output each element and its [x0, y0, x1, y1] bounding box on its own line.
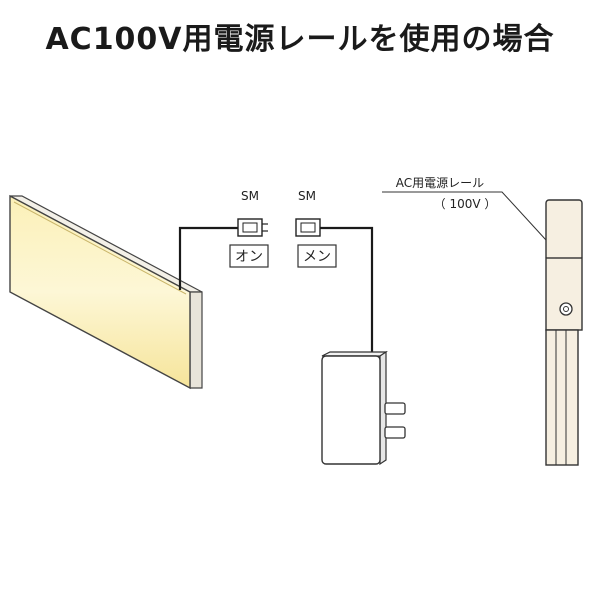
male-label-box [229, 244, 269, 268]
female-connector-type: SM [298, 189, 316, 203]
male-connector-type: SM [241, 189, 259, 203]
rail-label-voltage: （ 100V ） [434, 197, 497, 211]
led-panel [9, 194, 203, 390]
panel-cable [178, 226, 238, 290]
plug-prong-upper [384, 402, 406, 415]
rail-label-name: AC用電源レール [396, 176, 484, 190]
female-connector-label: メン [303, 249, 331, 265]
female-connector [295, 218, 321, 237]
ac-power-rail [545, 199, 583, 466]
adapter-cable [320, 226, 374, 352]
plug-prong-lower [384, 426, 406, 439]
rail-knob [559, 302, 573, 316]
ac-adapter [321, 350, 406, 466]
rail-leader-line [382, 191, 547, 241]
female-label-box [297, 244, 337, 268]
page-title: AC100V用電源レールを使用の場合 [45, 22, 555, 57]
male-connector-label: オン [235, 249, 263, 265]
male-connector [237, 218, 268, 237]
